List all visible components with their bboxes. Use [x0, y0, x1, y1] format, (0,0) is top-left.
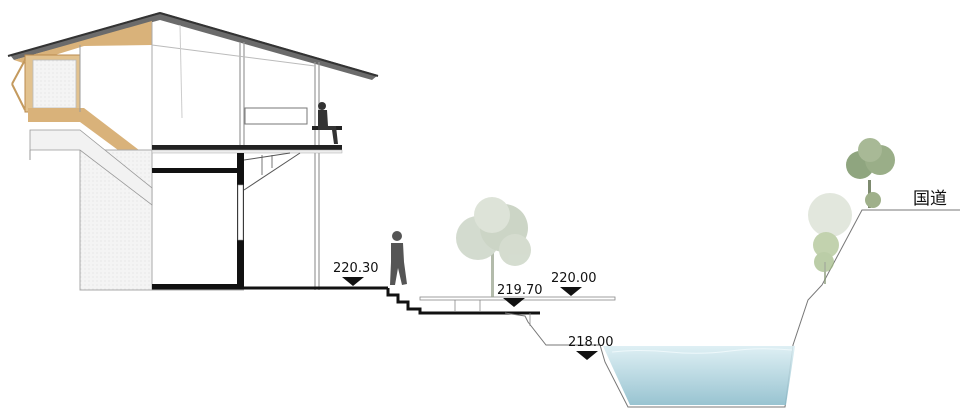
- svg-text:220.30: 220.30: [333, 261, 379, 276]
- seated-person: [318, 102, 338, 144]
- river-water: [603, 346, 795, 405]
- svg-text:220.00: 220.00: [551, 271, 597, 286]
- timber-gable: [14, 21, 152, 64]
- road-label: 国道: [913, 189, 947, 209]
- tree-bank-left: [808, 193, 852, 284]
- ground-profile: [244, 209, 960, 408]
- upper-floor-slab: [152, 145, 342, 150]
- timber-stair: [28, 108, 152, 175]
- svg-text:219.70: 219.70: [497, 283, 543, 298]
- svg-text:218.00: 218.00: [568, 335, 614, 350]
- steps: [386, 288, 540, 315]
- elevation-marker-1: 220.30: [333, 261, 379, 286]
- tree-road: [846, 138, 895, 208]
- elevation-marker-2: 219.70: [497, 283, 543, 307]
- elevation-marker-3: 220.00: [551, 271, 597, 296]
- elevation-marker-4: 218.00: [568, 335, 614, 360]
- tree-middle: [456, 197, 531, 297]
- standing-person: [390, 231, 407, 285]
- house: [7, 12, 379, 291]
